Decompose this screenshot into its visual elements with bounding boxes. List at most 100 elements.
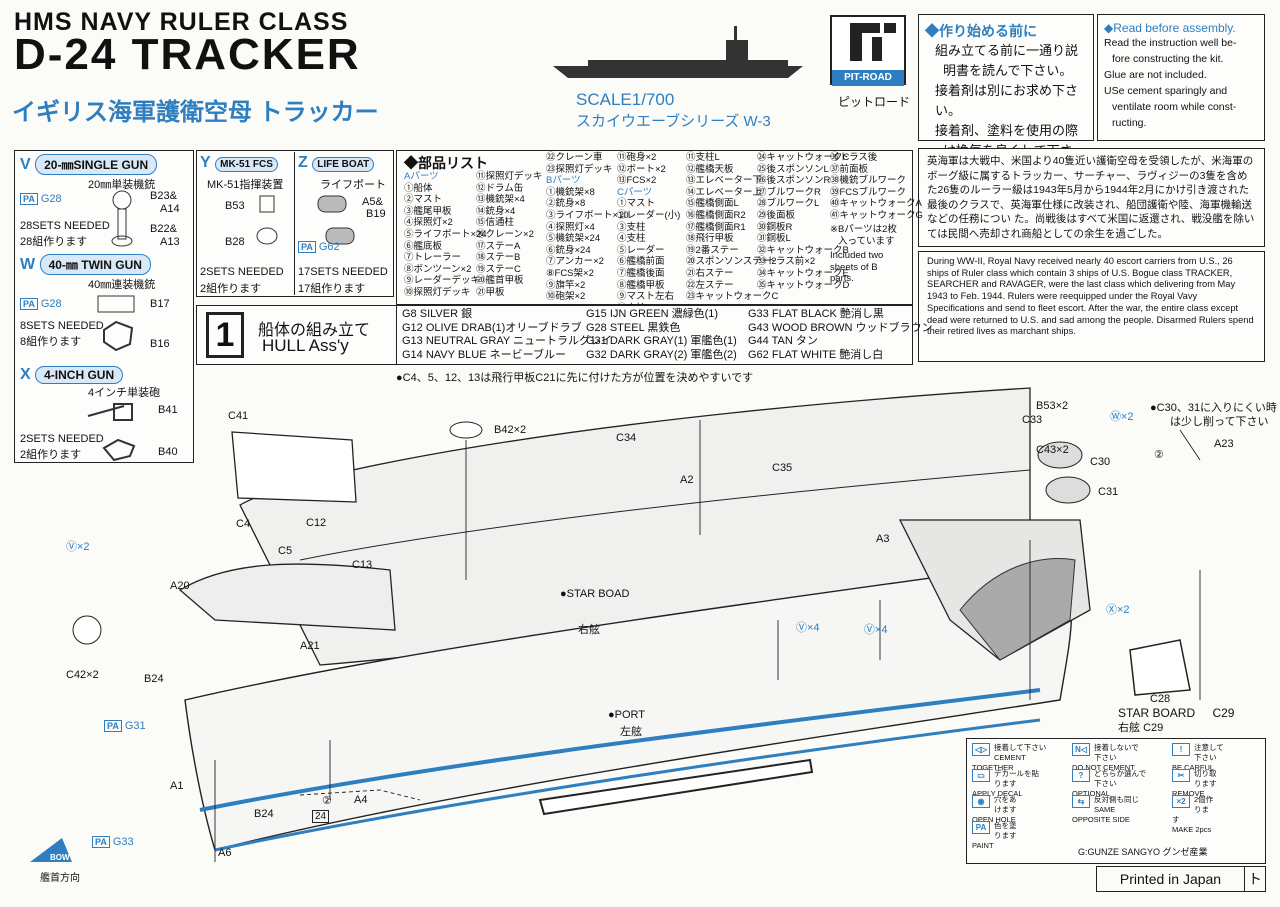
paint-icon: PA [20, 193, 38, 205]
legend-jp: 色を塗ります [994, 821, 1017, 840]
part-entry: ⑧FCS架×2 [546, 267, 594, 279]
part-entry: ⑧ボンツーン×2 [404, 263, 472, 275]
brand-jp: ピットロード [838, 95, 911, 109]
gun-w-paint-code: G28 [40, 298, 62, 310]
part-entry: ①船体 [404, 182, 433, 194]
fcs-part1: B53 [225, 200, 245, 212]
part-entry: ⑮艦橋側面L [686, 198, 739, 210]
label-x2: Ⓧ×2 [1106, 604, 1130, 616]
label-bow-icon: BOW [50, 853, 70, 862]
jp-title: イギリス海軍護衛空母 トラッカー [12, 99, 379, 126]
label-b53: B53×2 [1036, 400, 1069, 412]
label-c5: C5 [278, 545, 293, 557]
boat-title: LIFE BOAT [312, 157, 375, 172]
gun-x-sets-jp: 2組作ります [20, 449, 82, 461]
paint-icon: PA [92, 836, 110, 848]
label-c4: C4 [236, 518, 251, 530]
history-jp: 英海軍は大戦中、米国より40隻近い護衛空母を受領したが、米海軍のボーグ級に属する… [918, 148, 1265, 247]
paint-entry: G33 FLAT BLACK 艶消し黒 [748, 308, 884, 320]
part-entry: ②マスト [404, 194, 443, 206]
part-entry: ②銃身×8 [546, 198, 586, 210]
part-entry: ㉞キャットウォークE [757, 267, 849, 279]
part-entry: ㉓キャットウォークC [686, 291, 779, 303]
part-entry: ⑥銃身×24 [546, 244, 591, 256]
gun-v-sets: 28SETS NEEDED [20, 220, 110, 232]
part-entry: ㊶キャットウォークG [830, 209, 923, 221]
parts-list-box [396, 150, 913, 305]
gun-v-part1: B23& [150, 190, 177, 202]
gun-w-letter: W [20, 256, 36, 273]
parts-note-en-1: Included two [830, 250, 884, 261]
legend-jp: 2個作ります [1172, 795, 1214, 824]
gun-v-sets-jp: 28組作ります [20, 236, 88, 248]
label-c29-b: C29 [1143, 722, 1164, 734]
label-port-jp: 左舷 [620, 726, 642, 738]
part-entry: ⑫ボート×2 [617, 163, 666, 175]
part-entry: ④探照灯×4 [546, 221, 595, 233]
gun-x-drawing [87, 403, 136, 462]
label-starboard-jp: 右舷 [578, 624, 600, 636]
label-starboard: ●STAR BOAD [560, 588, 630, 600]
gun-v-paint-code: G28 [40, 193, 62, 205]
part-entry: ㊱トラス後 [830, 152, 878, 163]
label-b42: B42×2 [494, 424, 527, 436]
parts-note-en-3: parts. [830, 273, 854, 285]
label-a1: A1 [170, 780, 184, 792]
paint-entry: G32 DARK GRAY(2) 軍艦色(2) [586, 348, 737, 361]
part-entry: ⑬FCS×2 [617, 175, 657, 187]
label-bow-jp: 艦首方向 [40, 873, 80, 884]
part-entry: ⑪探照灯デッキ [476, 171, 543, 182]
gun-w-part1: B17 [150, 298, 170, 310]
part-entry: ㉕後スポンソンL [757, 163, 829, 175]
label-b24-b: B24 [254, 808, 274, 820]
part-entry: ⑪砲身×2 [617, 152, 657, 163]
legend-symbol-icon: ×2 [1172, 795, 1190, 808]
notice-jp-item: 組み立てる前に一通り説 [935, 43, 1079, 58]
boat-drawing [317, 195, 355, 245]
series-label: スカイウエーブシリーズ W-3 [576, 113, 771, 130]
label-c12: C12 [306, 517, 327, 529]
part-entry: ⑦艦橋後面 [617, 267, 665, 279]
part-entry: ㊲前面板 [830, 163, 869, 175]
legend-en: OPTIONAL [1072, 789, 1110, 798]
part-entry: ⑯クレーン×2 [476, 228, 534, 240]
notice-en-item: USe cement sparingly and [1104, 85, 1228, 97]
gun-x-jp: 4インチ単装砲 [88, 387, 161, 399]
hull-assembly-diagram [30, 387, 1201, 862]
label-a21: A21 [300, 640, 320, 652]
ship-silhouette [553, 26, 803, 78]
notice-en-title: ◆Read before assembly. [1104, 21, 1236, 35]
symbol-legend [966, 738, 1266, 864]
part-entry: ㉙後面板 [757, 209, 796, 221]
pitroad-logo: PIT-ROAD [830, 15, 906, 86]
parts-note-en: Included two sheets of B parts. [830, 250, 883, 285]
notice-en-item: ventilate room while const- [1112, 101, 1237, 113]
part-entry: ①機銃架×8 [546, 186, 595, 198]
notice-jp-title: ◆作り始める前に [925, 23, 1037, 39]
paint-entry: G12 OLIVE DRAB(1)オリーブドラブ [402, 321, 582, 334]
label-circ2: ② [1154, 449, 1164, 461]
paint-entry: G15 IJN GREEN 濃緑色(1) [586, 308, 719, 320]
part-entry: ⑳艦首甲板 [476, 275, 524, 287]
part-entry: ⑨マスト左右 [617, 291, 675, 303]
parts-note-jp-1: ※Bパーツは2枚 [830, 224, 897, 235]
part-entry: ①マスト [617, 198, 656, 210]
legend-symbol-icon: ! [1172, 743, 1190, 756]
part-entry: ⑯艦橋側面R2 [686, 209, 746, 221]
gun-w-title: 40-㎜ TWIN GUN [39, 254, 151, 275]
notice-en-item: Read the instruction well be- [1104, 37, 1237, 49]
legend-symbol-icon: ◉ [972, 795, 990, 808]
paint-entry: G13 NEUTRAL GRAY ニュートラルグレイ [402, 335, 613, 347]
legend-maker: G:GUNZE SANGYO グンゼ産業 [1078, 847, 1208, 857]
legend-symbol-icon: PA [972, 821, 990, 834]
legend-symbol-icon: ? [1072, 769, 1090, 782]
gun-v-part3: B22& [150, 223, 177, 235]
